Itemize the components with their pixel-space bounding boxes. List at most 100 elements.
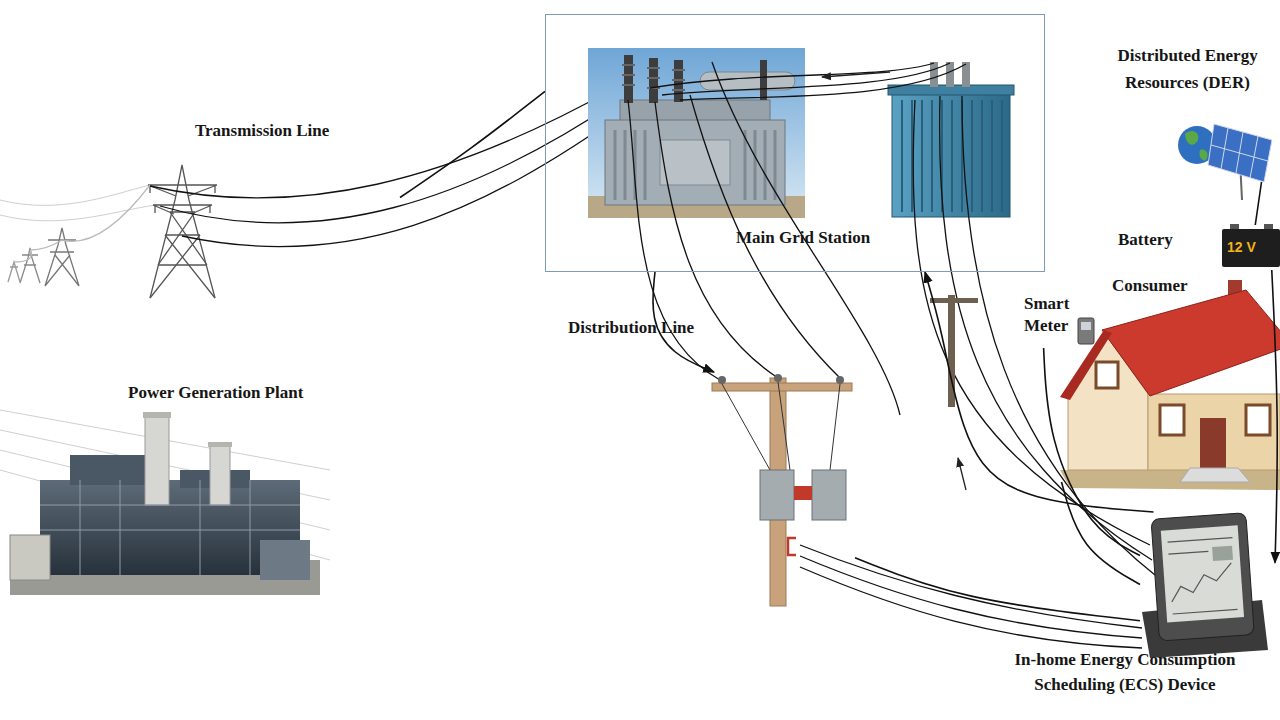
- service-pole: [930, 298, 978, 303]
- distribution-pole: [760, 470, 794, 520]
- power-wire: [1272, 270, 1278, 563]
- transmission-wires: [182, 108, 630, 247]
- power-plant: [10, 535, 50, 580]
- substation-transformer: [624, 55, 633, 103]
- power-wire: [855, 558, 1140, 621]
- transmission-towers: [45, 228, 79, 286]
- ecs-device: [1168, 538, 1238, 614]
- ecs-device-group: In-home Energy Consumption Scheduling (E…: [1140, 512, 1275, 657]
- node-label: Smart Meter: [1024, 293, 1084, 337]
- consumer-house: [1148, 394, 1280, 470]
- pole-to-device-wires: [800, 545, 1142, 648]
- consumer-house-group: Consumer: [1050, 272, 1280, 482]
- power-plant: [210, 445, 230, 505]
- node-label: Distribution Line: [568, 317, 758, 339]
- node-label: Battery: [1118, 229, 1198, 251]
- transmission-towers: [8, 165, 217, 298]
- transmission-towers: [150, 185, 215, 213]
- battery-icon: [1222, 224, 1280, 267]
- power-wire: [1062, 482, 1141, 585]
- substation-transformer: [622, 65, 685, 90]
- transmission-line-group: Transmission Line: [140, 112, 400, 302]
- consumer-house: [1060, 280, 1280, 490]
- substation-transformer: [649, 58, 658, 103]
- node-label: Transmission Line: [195, 120, 395, 142]
- ecs-device: [1151, 513, 1254, 641]
- substation-transformer: [660, 140, 730, 185]
- distribution-pole: [774, 374, 782, 382]
- ecs-device: [1212, 546, 1233, 561]
- ecs-device: [1161, 525, 1244, 622]
- transmission-towers: [14, 185, 150, 262]
- distribution-pole: [712, 383, 852, 391]
- ecs-device: [1142, 513, 1268, 658]
- battery-group: Battery 12 V: [1115, 225, 1280, 270]
- substation-transformer: [615, 130, 775, 200]
- grid-station-box: Main Grid Station: [545, 14, 1045, 272]
- distribution-pole: [722, 382, 840, 470]
- der-icon: [1185, 131, 1208, 160]
- station-wires: [650, 63, 934, 88]
- power-plant: [145, 415, 169, 505]
- power-plant-group: Power Generation Plant: [0, 380, 370, 595]
- substation-transformer: [760, 60, 767, 100]
- consumer-house: [1180, 468, 1250, 482]
- node-label: In-home Energy Consumption Scheduling (E…: [980, 648, 1270, 697]
- service-pole: [948, 295, 955, 407]
- grid-transformer: [892, 92, 1010, 217]
- grid-transformer: [946, 62, 954, 87]
- der-icon: [1178, 124, 1272, 200]
- grid-transformer: [930, 62, 938, 87]
- pole-to-device-wires: [800, 567, 1142, 648]
- consumer-house: [1102, 290, 1280, 396]
- power-wire: [400, 91, 545, 197]
- distribution-pole: [788, 538, 796, 555]
- consumer-house: [1200, 418, 1226, 468]
- substation-transformer: [588, 48, 805, 218]
- transmission-towers: [8, 262, 20, 282]
- node-label: Main Grid Station: [736, 227, 936, 249]
- grid-transformer: [902, 100, 1002, 212]
- smart-meter-icon: [1081, 322, 1091, 330]
- consumer-house: [1246, 405, 1270, 435]
- node-label: Power Generation Plant: [128, 382, 368, 404]
- power-wire: [925, 272, 1154, 512]
- power-plant: [208, 442, 232, 447]
- node-label: Distributed Energy Resources (DER): [1095, 42, 1280, 96]
- consumer-house: [1160, 405, 1184, 435]
- der-icon: [1211, 128, 1268, 178]
- der-icon: [1208, 124, 1272, 182]
- consumer-house: [1096, 362, 1118, 388]
- power-plant: [260, 540, 310, 580]
- station-wires: [662, 63, 950, 95]
- power-wire: [1044, 348, 1140, 556]
- transmission-wires: [160, 98, 622, 223]
- station-wires: [628, 62, 1155, 575]
- substation-transformer: [700, 72, 795, 90]
- pole-to-device-wires: [800, 545, 1142, 628]
- transmission-towers: [148, 185, 217, 214]
- faint-background-wires: [0, 185, 150, 205]
- flow-arrow: [958, 458, 966, 490]
- power-plant: [143, 412, 171, 418]
- distribution-pole-group: Distribution Line: [705, 372, 855, 610]
- smart-meter-group: Smart Meter: [1022, 293, 1094, 348]
- transmission-wires: [150, 88, 630, 247]
- flow-arrow: [822, 72, 890, 77]
- battery-voltage: 12 V: [1227, 238, 1277, 256]
- der-group: Distributed Energy Resources (DER): [1095, 42, 1280, 182]
- distribution-pole: [718, 376, 726, 384]
- service-pole: [930, 295, 978, 407]
- ecs-device: [1151, 513, 1254, 641]
- station-wires: [680, 64, 966, 100]
- battery-icon: [1222, 229, 1280, 267]
- distribution-pole: [812, 470, 846, 520]
- power-plant: [10, 412, 320, 595]
- distribution-pole: [794, 486, 812, 500]
- distribution-pole: [712, 374, 852, 606]
- smart-meter-icon: [1078, 318, 1094, 344]
